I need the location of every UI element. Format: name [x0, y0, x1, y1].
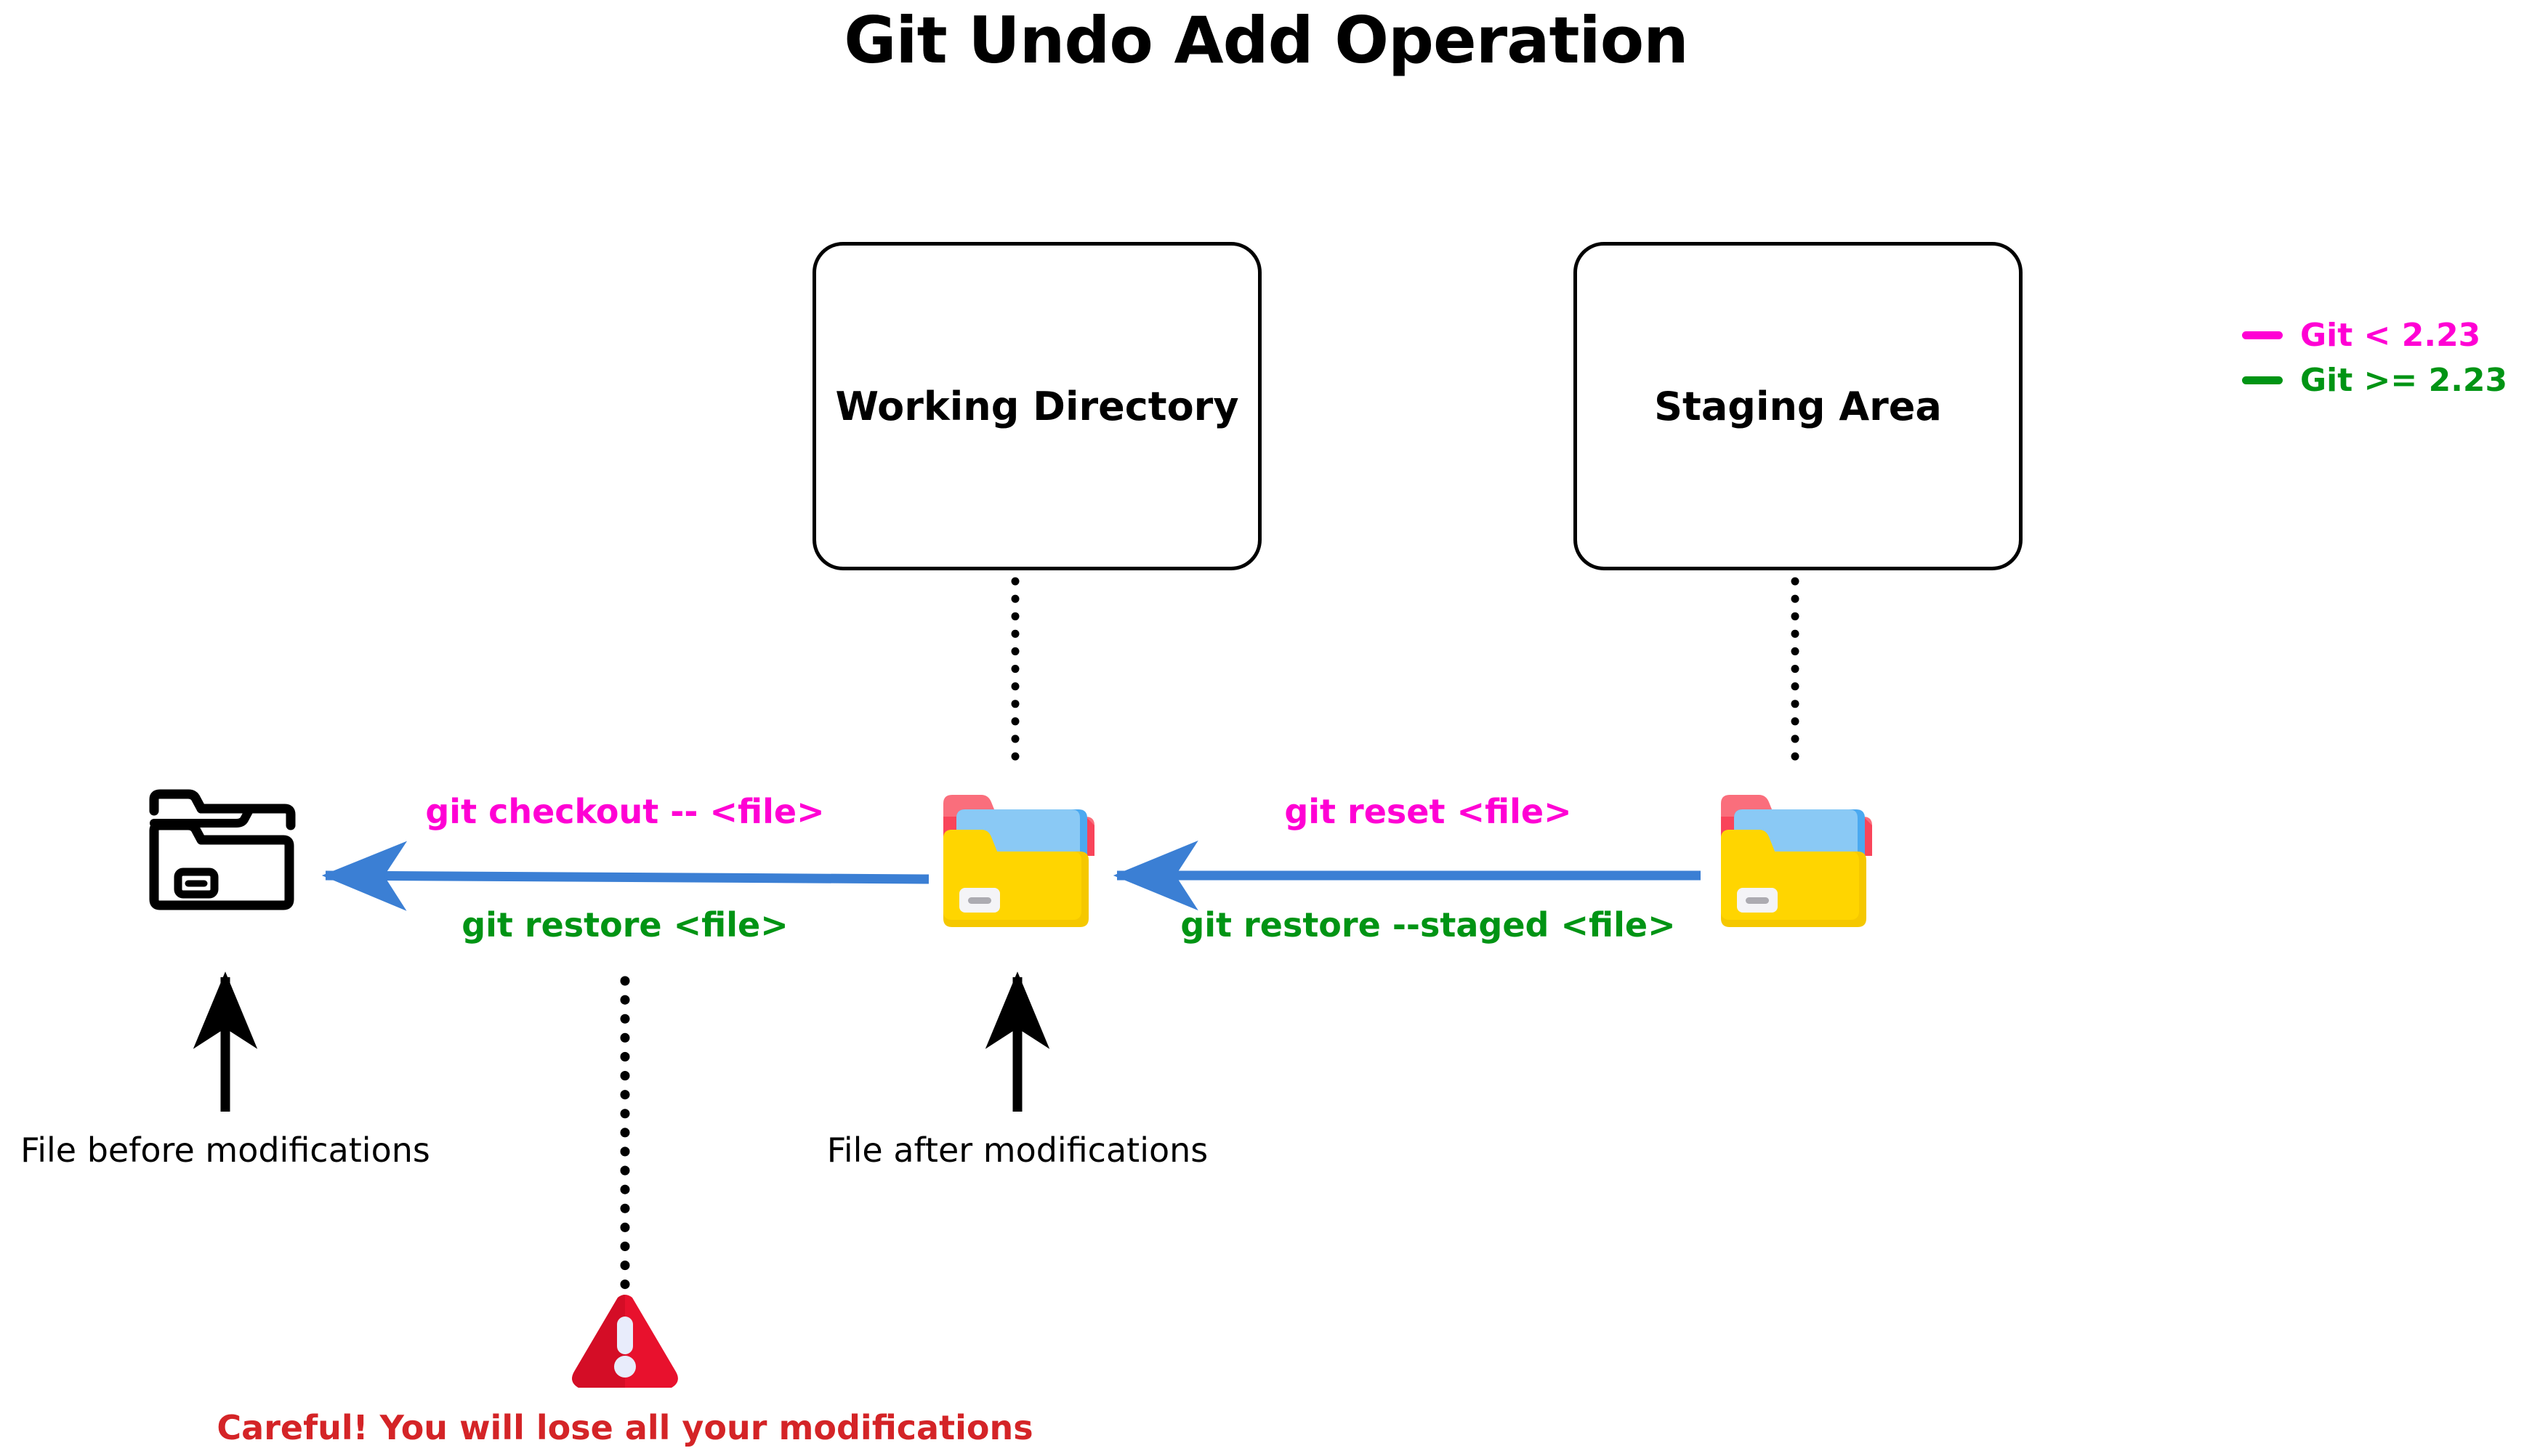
command-git-reset: git reset <file> — [1284, 792, 1572, 831]
legend: Git < 2.23 Git >= 2.23 — [2242, 312, 2532, 403]
folder-filled-icon-staging — [1721, 795, 1872, 927]
legend-label-git-lt-223: Git < 2.23 — [2300, 316, 2481, 354]
legend-label-git-gte-223: Git >= 2.23 — [2300, 361, 2508, 399]
node-working-directory-label: Working Directory — [835, 383, 1239, 429]
caption-file-after-modifications: File after modifications — [826, 1131, 1209, 1170]
command-git-checkout: git checkout -- <file> — [425, 792, 825, 831]
folder-filled-icon-working — [943, 795, 1094, 927]
folder-outline-icon — [149, 789, 296, 910]
command-git-restore-staged: git restore --staged <file> — [1180, 905, 1676, 945]
page-title: Git Undo Add Operation — [844, 3, 1689, 78]
node-working-directory[interactable]: Working Directory — [813, 242, 1262, 570]
command-git-restore: git restore <file> — [461, 905, 789, 945]
warning-triangle-icon — [572, 1295, 678, 1388]
caption-file-before-modifications: File before modifications — [20, 1131, 430, 1170]
node-staging-area-label: Staging Area — [1654, 383, 1942, 429]
legend-item-git-gte-223: Git >= 2.23 — [2242, 357, 2532, 403]
warning-message: Careful! You will lose all your modifica… — [217, 1408, 1033, 1447]
legend-swatch-magenta — [2242, 331, 2283, 339]
legend-item-git-lt-223: Git < 2.23 — [2242, 312, 2532, 357]
arrow-working-to-original — [321, 841, 930, 911]
legend-swatch-green — [2242, 376, 2283, 384]
node-staging-area[interactable]: Staging Area — [1573, 242, 2023, 570]
